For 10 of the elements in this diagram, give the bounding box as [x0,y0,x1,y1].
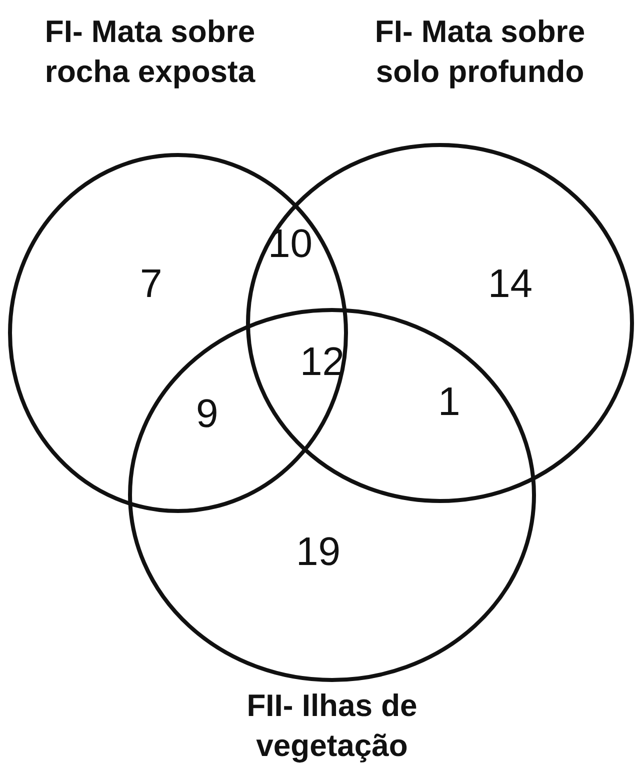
region-count: 7 [140,262,162,306]
region-count: 14 [488,262,532,306]
region-count: 9 [196,392,218,436]
set-label: FII- Ilhas de vegetação [246,687,418,765]
set-label: FI- Mata sobre solo profundo [374,13,586,91]
region-count: 12 [300,340,344,384]
region-count: 10 [268,222,312,266]
region-count: 1 [438,380,460,424]
set-label: FI- Mata sobre rocha exposta [44,13,256,91]
region-count: 19 [296,530,340,574]
